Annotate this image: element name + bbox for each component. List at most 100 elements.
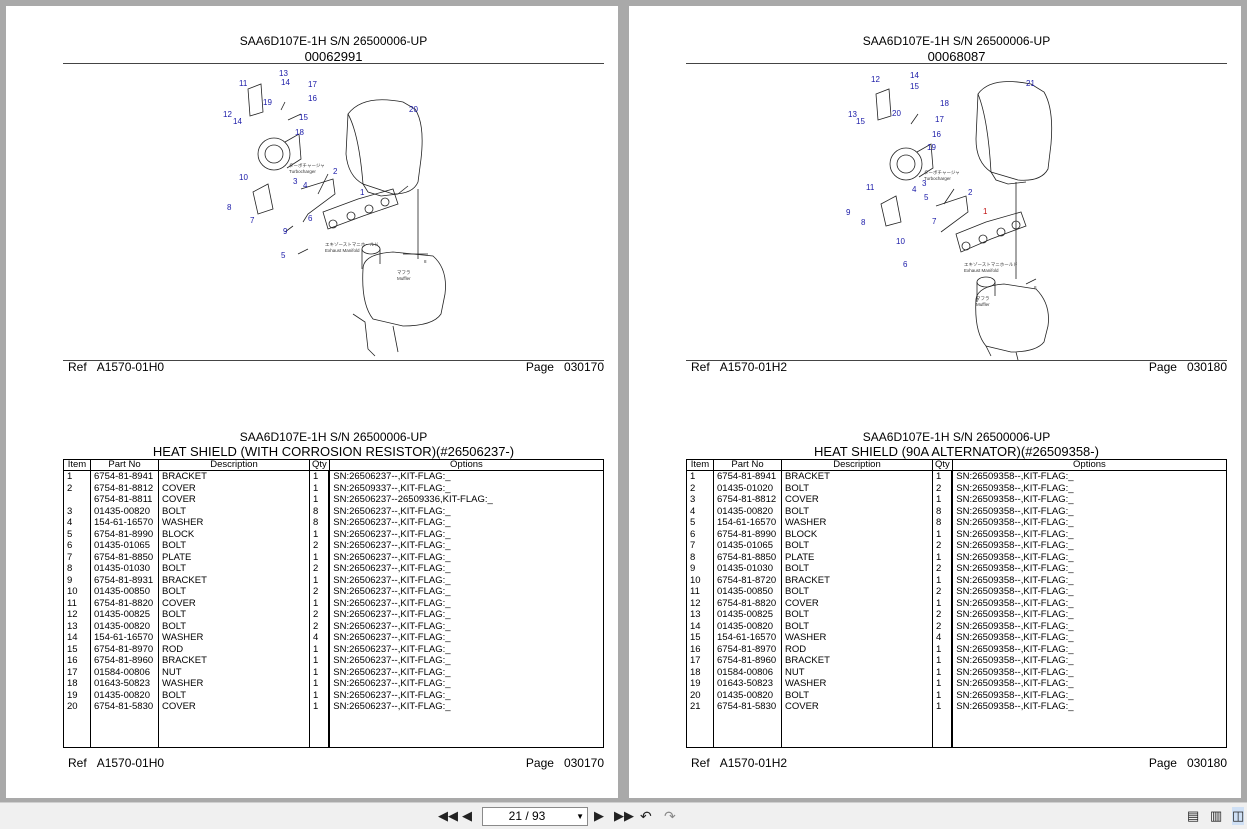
cell-description: WASHER <box>781 678 933 690</box>
svg-text:18: 18 <box>940 99 949 108</box>
header-rule <box>686 63 1227 64</box>
cell-description: NUT <box>781 666 933 678</box>
cell-options: SN:26506237--,KIT-FLAG:_ <box>328 701 605 713</box>
cell-qty: 1 <box>309 494 331 506</box>
cell-qty <box>932 724 954 736</box>
cell-item: 18 <box>686 666 714 678</box>
cell-description: NUT <box>158 666 310 678</box>
cell-qty: 1 <box>932 655 954 667</box>
svg-text:16: 16 <box>308 94 317 103</box>
cell-description: BOLT <box>158 620 310 632</box>
cell-part-no: 6754-81-8812 <box>90 482 159 494</box>
cell-options: SN:26506237--,KIT-FLAG:_ <box>328 528 605 540</box>
cell-part-no <box>90 735 159 748</box>
document-page-right: SAA6D107E-1H S/N 26500006-UP 00068087 1 … <box>629 6 1241 798</box>
cell-item: 13 <box>63 620 91 632</box>
next-page-icon[interactable]: ▶ <box>594 808 604 823</box>
col-item: Item <box>63 459 91 471</box>
cell-qty: 1 <box>932 494 954 506</box>
svg-text:18: 18 <box>295 128 304 137</box>
cell-item: 16 <box>63 655 91 667</box>
svg-text:17: 17 <box>308 80 317 89</box>
cell-item: 15 <box>686 632 714 644</box>
page-number-select[interactable]: 21 / 93 ▼ <box>482 807 588 826</box>
cell-item: 17 <box>686 655 714 667</box>
last-page-icon[interactable]: ▶▶ <box>614 808 634 823</box>
svg-text:Turbocharger: Turbocharger <box>924 176 951 181</box>
cell-description: COVER <box>781 494 933 506</box>
cell-qty: 1 <box>309 528 331 540</box>
svg-text:14: 14 <box>281 78 290 87</box>
cell-options: SN:26506237--,KIT-FLAG:_ <box>328 655 605 667</box>
cell-part-no: 6754-81-8970 <box>90 643 159 655</box>
single-page-view-icon[interactable]: ▤ <box>1187 808 1200 823</box>
page-value: 030180 <box>1186 756 1227 770</box>
cell-qty: 1 <box>932 574 954 586</box>
two-page-view-icon[interactable]: ◫ <box>1232 807 1245 825</box>
go-back-icon[interactable]: ↶ <box>640 808 652 824</box>
cell-options: SN:26509358--,KIT-FLAG:_ <box>951 505 1228 517</box>
cell-description: COVER <box>781 701 933 713</box>
cell-item: 4 <box>686 505 714 517</box>
cell-options: SN:26506237--,KIT-FLAG:_ <box>328 470 605 483</box>
exploded-parts-diagram: 1 2 3 4 5 6 7 8 9 10 11 12 13 14 15 15 1… <box>846 71 1053 360</box>
cell-part-no: 01435-00820 <box>713 505 782 517</box>
table-title: HEAT SHIELD (WITH CORROSION RESISTOR)(#2… <box>152 444 515 459</box>
cell-part-no <box>713 735 782 748</box>
cell-item: 8 <box>63 563 91 575</box>
ref-value: A1570-01H2 <box>719 756 788 770</box>
cell-options: SN:26509358--,KIT-FLAG:_ <box>951 574 1228 586</box>
document-page-left: SAA6D107E-1H S/N 26500006-UP 00062991 <box>6 6 618 798</box>
cell-qty: 8 <box>309 505 331 517</box>
cell-qty: 2 <box>932 586 954 598</box>
cell-options <box>328 735 605 748</box>
svg-text:3: 3 <box>293 177 298 186</box>
cell-item: 10 <box>63 586 91 598</box>
svg-text:14: 14 <box>910 71 919 80</box>
svg-text:エキゾーストマニホールド: エキゾーストマニホールド <box>325 242 379 248</box>
ref-label: Ref <box>68 756 87 770</box>
svg-text:11: 11 <box>866 183 875 192</box>
cell-options: SN:26506237--,KIT-FLAG:_ <box>328 632 605 644</box>
cell-qty: 1 <box>932 470 954 483</box>
cell-description: BOLT <box>158 689 310 701</box>
cell-options: SN:26509358--,KIT-FLAG:_ <box>951 563 1228 575</box>
cell-item: 14 <box>686 620 714 632</box>
cell-options: SN:26509358--,KIT-FLAG:_ <box>951 701 1228 713</box>
first-page-icon[interactable]: ◀◀ <box>438 808 458 823</box>
cell-description: BRACKET <box>158 470 310 483</box>
prev-page-icon[interactable]: ◀ <box>462 808 472 823</box>
cell-item: 7 <box>686 540 714 552</box>
go-forward-icon[interactable]: ↷ <box>664 808 676 824</box>
cell-qty <box>309 724 331 736</box>
cell-qty <box>309 735 331 748</box>
svg-text:20: 20 <box>409 105 418 114</box>
cell-description: BOLT <box>158 609 310 621</box>
cell-options: SN:26509358--,KIT-FLAG:_ <box>951 528 1228 540</box>
cell-item: 15 <box>63 643 91 655</box>
col-options: Options <box>951 459 1228 471</box>
cell-part-no: 6754-81-8990 <box>713 528 782 540</box>
cell-description: BOLT <box>781 540 933 552</box>
cell-description: WASHER <box>158 517 310 529</box>
table-row <box>686 724 1228 736</box>
cell-options: SN:26509358--,KIT-FLAG:_ <box>951 494 1228 506</box>
cell-part-no: 6754-81-8812 <box>713 494 782 506</box>
cell-part-no: 01435-01030 <box>713 563 782 575</box>
continuous-view-icon[interactable]: ▥ <box>1210 808 1223 823</box>
cell-description: WASHER <box>781 632 933 644</box>
cell-description: BLOCK <box>781 528 933 540</box>
cell-description: BOLT <box>158 540 310 552</box>
